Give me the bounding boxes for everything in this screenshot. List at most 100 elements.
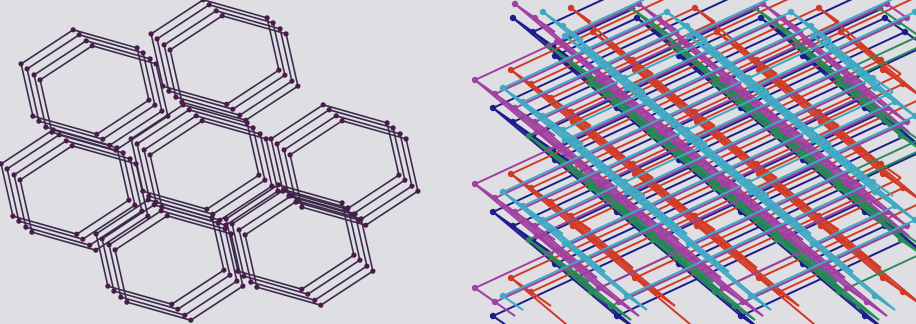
framework-node <box>768 99 774 105</box>
atom-node <box>217 218 222 223</box>
atom-node <box>30 114 35 119</box>
framework-node <box>796 199 802 205</box>
atom-node <box>241 274 246 279</box>
framework-node <box>528 81 534 87</box>
framework-node <box>548 95 554 101</box>
atom-node <box>168 47 173 52</box>
atom-node <box>254 285 259 290</box>
atom-node <box>334 113 339 118</box>
atom-node <box>243 118 248 123</box>
framework-node <box>562 33 568 39</box>
framework-node <box>590 133 596 139</box>
framework-node <box>582 255 588 261</box>
framework-node <box>672 95 678 101</box>
framework-node <box>844 181 850 187</box>
framework-node <box>622 75 628 81</box>
atom-node <box>134 161 139 166</box>
framework-node <box>540 113 546 119</box>
framework-node <box>714 133 720 139</box>
atom-node <box>188 318 193 323</box>
atom-node <box>207 2 212 7</box>
atom-node <box>29 230 34 235</box>
framework-node <box>836 289 842 295</box>
interpenetrated-3d-framework <box>470 0 916 324</box>
atom-node <box>248 280 253 285</box>
atom-node <box>165 213 170 218</box>
framework-node <box>706 255 712 261</box>
framework-node <box>492 91 498 97</box>
bond <box>144 116 272 220</box>
atom-node <box>299 287 304 292</box>
framework-node <box>774 133 780 139</box>
framework-node <box>622 179 628 185</box>
framework-bond <box>817 268 879 320</box>
atom-node <box>113 247 118 252</box>
framework-node <box>872 85 878 91</box>
framework-node <box>844 77 850 83</box>
framework-node <box>858 43 864 49</box>
framework-node <box>850 61 856 67</box>
framework-node <box>530 29 536 35</box>
atom-node <box>370 269 375 274</box>
atom-node <box>19 61 24 66</box>
bond <box>164 11 292 115</box>
bond <box>109 211 237 315</box>
atom-node <box>10 214 15 219</box>
framework-node <box>672 199 678 205</box>
atom-node <box>204 207 209 212</box>
atom-node <box>282 187 287 192</box>
framework-node <box>510 15 516 21</box>
framework-node <box>582 47 588 53</box>
framework-node <box>508 171 514 177</box>
framework-node <box>692 5 698 11</box>
framework-node <box>644 203 650 209</box>
framework-node <box>740 195 746 201</box>
framework-node <box>738 313 744 319</box>
atom-node <box>135 141 140 146</box>
framework-node <box>684 127 690 133</box>
atom-node <box>128 156 133 161</box>
framework-node <box>776 185 782 191</box>
framework-node <box>858 251 864 257</box>
atom-node <box>5 166 10 171</box>
atom-node <box>16 219 21 224</box>
framework-bond <box>475 288 495 302</box>
framework-node <box>588 81 594 87</box>
atom-node <box>155 36 160 41</box>
framework-node <box>830 47 836 53</box>
atom-node <box>409 184 414 189</box>
atom-node <box>175 307 180 312</box>
atom-node <box>182 313 187 318</box>
atom-node <box>220 13 225 18</box>
atom-node <box>282 147 287 152</box>
honeycomb-network-svg <box>0 0 458 324</box>
framework-node <box>652 81 658 87</box>
atom-node <box>84 38 89 43</box>
framework-node <box>810 33 816 39</box>
bond <box>239 196 367 300</box>
framework-bond <box>475 80 495 94</box>
framework-node <box>562 137 568 143</box>
framework-node <box>810 241 816 247</box>
framework-node <box>898 237 904 243</box>
atom-node <box>152 103 157 108</box>
atom-node <box>357 258 362 263</box>
framework-node <box>686 33 692 39</box>
atom-node <box>166 89 171 94</box>
framework-node <box>734 43 740 49</box>
atom-node <box>288 152 293 157</box>
framework-node <box>610 43 616 49</box>
atom-node <box>402 178 407 183</box>
atom-node <box>264 136 269 141</box>
atom-node <box>275 141 280 146</box>
atom-node <box>194 113 199 118</box>
framework-node <box>624 293 630 299</box>
framework-node <box>678 39 684 45</box>
framework-node <box>836 81 842 87</box>
framework-node <box>520 203 526 209</box>
atom-node <box>265 15 270 20</box>
atom-node <box>278 26 283 31</box>
atom-node <box>94 132 99 137</box>
framework-node <box>796 95 802 101</box>
atom-node <box>77 32 82 37</box>
